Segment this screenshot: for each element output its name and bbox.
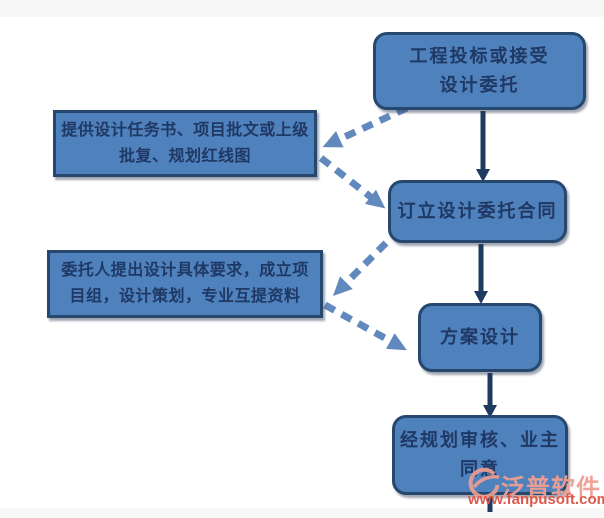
node-label-line: 订立设计委托合同 [397, 200, 558, 221]
flow-node-scheme: 方案设计 [418, 303, 542, 372]
node-label-line: 委托人提出设计具体要求，成立项 [61, 262, 309, 280]
flow-note-requirements: 委托人提出设计具体要求，成立项 目组，设计策划，专业互提资料 [47, 250, 323, 318]
page-strip-bottom [0, 508, 604, 518]
dashed-arrow-contract-to-requirements-icon [332, 240, 389, 297]
dashed-arrow-tender-to-provide-docs-icon [322, 104, 409, 148]
node-label-line: 经规划审核、业主 [400, 429, 560, 450]
dashed-arrow-provide-docs-to-contract-icon [318, 155, 386, 209]
flow-node-contract: 订立设计委托合同 [388, 180, 567, 243]
node-label-line: 设计委托 [439, 75, 520, 95]
node-label-line: 工程投标或接受 [409, 45, 550, 66]
flow-node-tender: 工程投标或接受 设计委托 [373, 32, 586, 110]
flow-node-approval: 经规划审核、业主 同意 [392, 415, 568, 495]
dashed-arrow-requirements-to-scheme-icon [323, 301, 407, 351]
node-label-line: 目组，设计策划，专业互提资料 [69, 288, 301, 305]
node-label-line: 同意 [460, 459, 500, 479]
page-strip-top [0, 0, 604, 17]
node-label-line: 方案设计 [440, 326, 520, 347]
node-label-line: 批复、规划红线图 [118, 147, 251, 165]
flow-note-provide-docs: 提供设计任务书、项目批文或上级 批复、规划红线图 [53, 110, 317, 177]
node-label-line: 提供设计任务书、项目批文或上级 [61, 121, 309, 139]
